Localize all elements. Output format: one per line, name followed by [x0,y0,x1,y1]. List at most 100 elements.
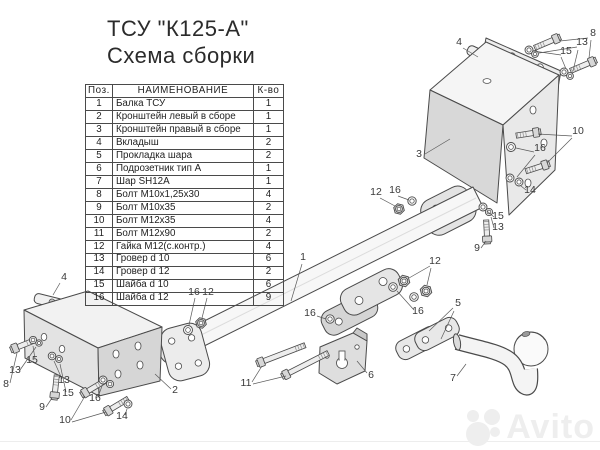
photo-bottom-edge [0,441,600,442]
beam-end-plate-part [159,322,211,382]
leader-line [32,345,36,360]
table-cell: 2 [253,226,284,241]
leader-line [546,137,573,164]
part-number-label: 13 [58,374,70,386]
part-number-label: 5 [455,297,461,309]
washer [514,177,524,187]
table-cell: 1 [253,161,284,176]
washer [407,196,417,206]
table-cell: Кронштейн левый в сборе [112,109,254,124]
washer [35,339,43,347]
table-cell: 2 [253,200,284,215]
part-number-label: 8 [3,378,9,390]
bolt [569,56,598,74]
leader-line [428,307,454,332]
leader-line [397,195,410,201]
bolt [482,219,493,245]
leader-line [588,39,592,59]
table-cell: Болт М12х90 [112,226,254,241]
table-cell: 6 [85,161,113,176]
part-number-label: 13 [9,364,21,376]
table-cell: 8 [85,187,113,202]
table-cell: 10 [85,213,113,228]
washer [559,67,569,77]
part-number-label: 16 [534,142,546,154]
leader-line [52,282,61,296]
table-cell: 2 [85,109,113,124]
bolt [515,127,542,139]
table-cell: 2 [253,135,284,150]
table-cell: 9 [253,291,284,306]
table-cell: Балка ТСУ [112,96,254,111]
part-number-label: 12 [429,255,441,267]
ball-gasket-plates-part [395,316,460,361]
part-number-label: 13 [492,221,504,233]
leader-line [316,315,327,320]
table-cell: 1 [253,122,284,137]
part-number-label: 16 [412,305,424,317]
washer [531,50,539,58]
drawing-title-line2: Схема сборки [107,43,256,68]
leader-line [9,352,18,384]
washer [388,282,398,292]
leader-line [532,50,562,56]
washer [505,173,515,183]
washer [566,72,574,80]
leader-line [290,263,303,302]
leader-line [516,154,536,178]
table-cell: 2 [253,148,284,163]
part-number-label: 16 [89,392,101,404]
washer [123,399,133,409]
table-cell: Болт М10х1,25х30 [112,187,254,202]
table-cell: 12 [85,239,113,254]
washer [183,325,193,335]
part-number-label: 15 [26,354,38,366]
table-header-cell: К-во [253,84,284,98]
bolt [49,374,60,401]
part-number-label: 15 [62,387,74,399]
leader-line [537,133,573,137]
part-number-label: 11 [241,377,252,389]
table-cell: 4 [253,213,284,228]
part-number-label: 4 [61,271,67,283]
part-number-label: 9 [39,401,45,413]
leader-line [440,310,455,340]
leader-line [538,46,578,54]
leader-line [70,395,86,421]
leader-line [408,265,431,279]
leader-line [356,360,368,374]
table-cell: Болт М10х35 [112,200,254,215]
leader-line [252,375,287,385]
leader-line [560,56,567,70]
leader-line [379,197,396,207]
table-header-cell: Поз. [85,84,113,98]
leader-line [424,138,451,155]
avito-logo-icon [466,409,501,446]
leader-line [124,408,128,416]
nut [397,274,411,288]
leader-line [462,47,479,58]
table-cell: 15 [85,278,113,293]
part-number-label: 16 [304,307,316,319]
leader-line [71,411,107,423]
leader-line [520,185,527,191]
table-cell: Гровер d 10 [112,252,254,267]
table-cell: Болт М12х35 [112,213,254,228]
washer [28,335,38,345]
part-number-label: 2 [172,384,178,396]
bolt [524,159,551,175]
washer [506,142,516,152]
